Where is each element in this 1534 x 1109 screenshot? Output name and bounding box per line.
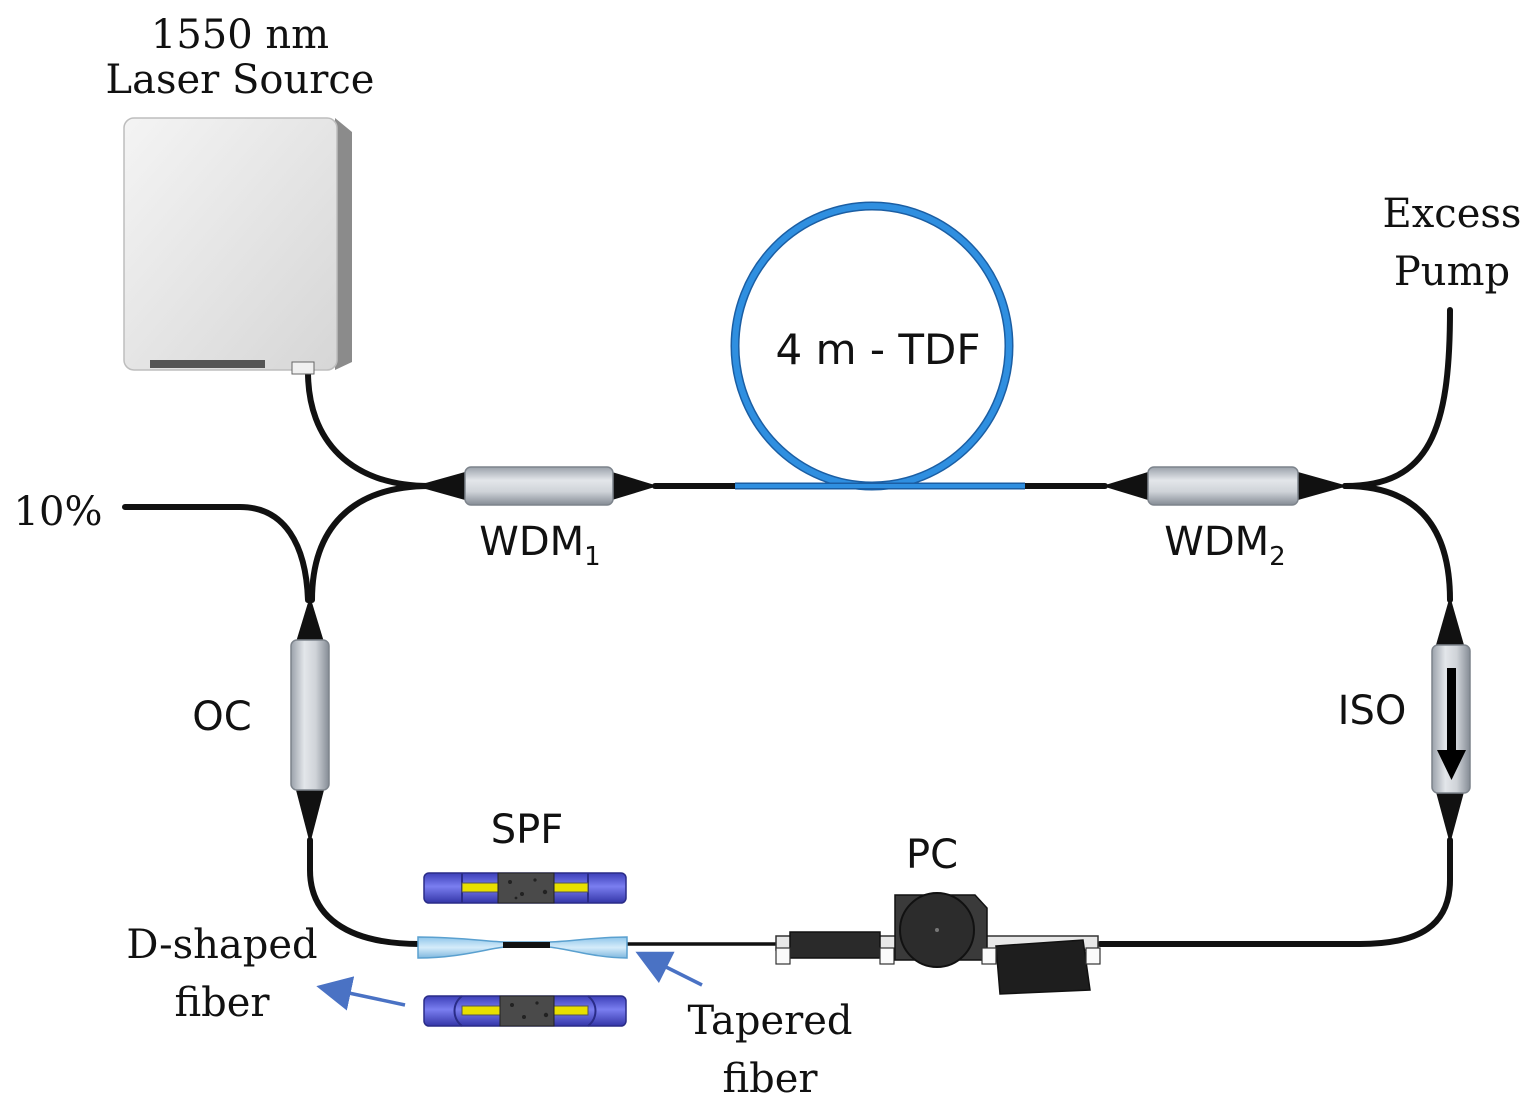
fiber-10pct-output: [122, 504, 311, 603]
spf-holder-top: [423, 872, 627, 904]
wdm2-label: WDM2: [1164, 519, 1285, 572]
excess-label-line1: Excess: [1383, 191, 1522, 237]
dshaped-label-line1: D-shaped: [126, 922, 317, 968]
tapered-annotation: Tapered fiber: [635, 951, 853, 1102]
iso-label: ISO: [1338, 688, 1407, 734]
dshaped-annotation: D-shaped fiber: [126, 922, 406, 1026]
tapered-fiber: [417, 936, 628, 959]
tapered-label-line1: Tapered: [687, 998, 852, 1044]
laser-label-line1: 1550 nm: [151, 12, 329, 58]
tdf-coil: 4 m - TDF: [730, 201, 1025, 491]
polarization-controller: PC: [775, 832, 1101, 995]
laser-label-line2: Laser Source: [106, 57, 375, 103]
tdf-label: 4 m - TDF: [776, 325, 981, 374]
isolator-direction-arrow-icon: [1437, 668, 1466, 780]
wdm1: WDM1: [415, 466, 658, 572]
fiber-paths: [122, 307, 1453, 947]
output-10pct-label: 10%: [14, 489, 103, 535]
pc-label: PC: [906, 832, 958, 878]
wdm2: WDM2: [1102, 466, 1348, 572]
spf-label: SPF: [491, 807, 564, 853]
spf-holder-bottom: [423, 995, 627, 1027]
tapered-label-line2: fiber: [722, 1056, 818, 1102]
isolator: ISO: [1338, 596, 1471, 844]
excess-pump-terminal: Excess Pump: [1383, 191, 1522, 295]
tapered-arrow-icon: [635, 951, 703, 987]
oc-label: OC: [192, 694, 251, 740]
fiber-oc-to-taper: [307, 837, 423, 947]
wdm1-label: WDM1: [479, 519, 600, 572]
fiber-wdm2-to-iso: [1342, 483, 1453, 603]
laser-source: 1550 nm Laser Source: [106, 12, 375, 375]
fiber-wdm1-to-coupler: [309, 483, 433, 603]
dshaped-label-line2: fiber: [174, 980, 270, 1026]
fiber-laser-to-wdm1: [305, 369, 433, 489]
excess-label-line2: Pump: [1394, 249, 1510, 295]
fiber-iso-to-pc: [1097, 837, 1453, 947]
output-coupler: OC: [192, 596, 330, 844]
dshaped-arrow-icon: [316, 976, 406, 1011]
fiber-excess-pump: [1342, 307, 1453, 489]
